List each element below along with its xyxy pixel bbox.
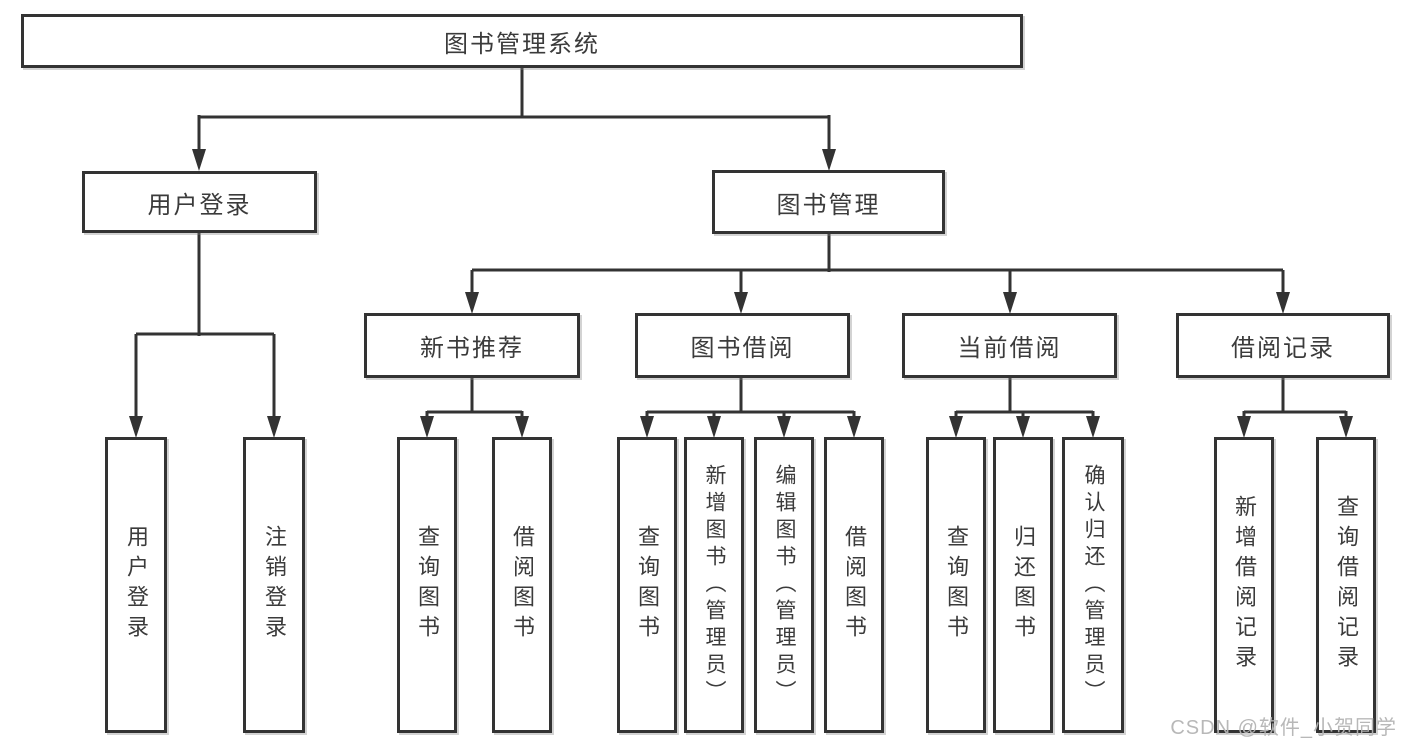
leaf-borrow-book-label: 借阅图书 — [842, 525, 867, 645]
leaf-query-book-recommend-label: 查询图书 — [415, 525, 440, 645]
node-book-management-label: 图书管理 — [776, 191, 881, 219]
leaf-borrow-book: 借阅图书 — [824, 437, 884, 733]
leaf-query-book-borrow: 查询图书 — [617, 437, 677, 733]
node-new-book-recommend-label: 新书推荐 — [420, 335, 524, 362]
leaf-query-book-current: 查询图书 — [926, 437, 986, 733]
leaf-edit-book-admin-label: 编辑图书（管理员） — [773, 463, 796, 707]
arrowheads — [129, 149, 1353, 438]
node-root-system: 图书管理系统 — [21, 14, 1023, 68]
node-user-login: 用户登录 — [82, 171, 317, 233]
leaf-query-borrow-record: 查询借阅记录 — [1316, 437, 1376, 733]
node-root-label: 图书管理系统 — [444, 30, 600, 58]
leaf-return-book-label: 归还图书 — [1011, 525, 1036, 645]
leaf-add-borrow-record: 新增借阅记录 — [1214, 437, 1274, 733]
leaf-user-login-label: 用户登录 — [124, 525, 149, 645]
leaf-return-book: 归还图书 — [993, 437, 1053, 733]
node-book-management: 图书管理 — [712, 170, 945, 234]
leaf-borrow-book-recommend-label: 借阅图书 — [510, 525, 535, 645]
leaf-add-borrow-record-label: 新增借阅记录 — [1232, 495, 1257, 675]
node-new-book-recommend: 新书推荐 — [364, 313, 580, 378]
leaf-confirm-return-admin: 确认归还（管理员） — [1062, 437, 1124, 733]
node-borrow-records: 借阅记录 — [1176, 313, 1390, 378]
leaf-query-borrow-record-label: 查询借阅记录 — [1334, 495, 1359, 675]
leaf-logout-login: 注销登录 — [243, 437, 305, 733]
node-user-login-label: 用户登录 — [147, 191, 252, 219]
node-current-borrow: 当前借阅 — [902, 313, 1117, 378]
leaf-add-book-admin: 新增图书（管理员） — [684, 437, 744, 733]
node-book-borrow: 图书借阅 — [635, 313, 850, 378]
leaf-logout-login-label: 注销登录 — [262, 525, 287, 645]
leaf-add-book-admin-label: 新增图书（管理员） — [703, 463, 726, 707]
csdn-watermark: CSDN @软件_小贺同学 — [1170, 717, 1397, 739]
leaf-borrow-book-recommend: 借阅图书 — [492, 437, 552, 733]
leaf-user-login: 用户登录 — [105, 437, 167, 733]
leaf-query-book-current-label: 查询图书 — [944, 525, 969, 645]
node-book-borrow-label: 图书借阅 — [690, 335, 795, 362]
leaf-query-book-borrow-label: 查询图书 — [635, 525, 660, 645]
leaf-edit-book-admin: 编辑图书（管理员） — [754, 437, 814, 733]
leaf-confirm-return-admin-label: 确认归还（管理员） — [1082, 463, 1105, 707]
node-borrow-records-label: 借阅记录 — [1231, 335, 1335, 362]
leaf-query-book-recommend: 查询图书 — [397, 437, 457, 733]
node-current-borrow-label: 当前借阅 — [957, 335, 1062, 362]
